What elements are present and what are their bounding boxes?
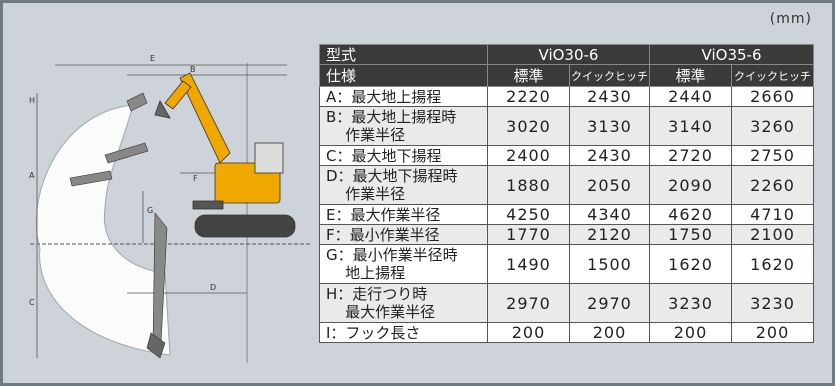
dim-label-c: C xyxy=(29,298,35,307)
cell-value: 1770 xyxy=(487,224,570,245)
dim-label-g: G xyxy=(147,206,153,215)
cell-value: 1500 xyxy=(568,244,651,284)
dim-label-h: H xyxy=(29,96,35,105)
cell-value: 3230 xyxy=(649,283,733,323)
row-label: A：最大地上揚程 xyxy=(319,86,488,107)
cell-value: 4250 xyxy=(487,204,570,225)
unit-label: (mm) xyxy=(769,11,812,27)
cell-value: 2400 xyxy=(487,145,570,166)
dim-label-b: B xyxy=(190,65,196,74)
cell-value: 2970 xyxy=(568,283,651,323)
cell-value: 2260 xyxy=(731,165,815,205)
cell-value: 4620 xyxy=(649,204,733,225)
table-row: E：最大作業半径 4250 4340 4620 4710 xyxy=(319,204,815,225)
cell-value: 3260 xyxy=(731,106,815,146)
cell-value: 2970 xyxy=(487,283,570,323)
dim-label-f: F xyxy=(193,174,198,183)
model-vio30: ViO30-6 xyxy=(486,44,651,65)
table-row: A：最大地上揚程 2220 2430 2440 2660 xyxy=(319,86,815,107)
cell-value: 2100 xyxy=(731,224,815,245)
table-row: F：最小作業半径 1770 2120 1750 2100 xyxy=(319,224,815,245)
cell-value: 1620 xyxy=(649,244,733,284)
cell-value: 200 xyxy=(487,322,570,343)
row-label: B：最大地上揚程時 作業半径 xyxy=(319,106,488,146)
header-row-variant: 仕様 標準 クイックヒッチ 標準 クイックヒッチ xyxy=(319,64,815,87)
cell-value: 4340 xyxy=(568,204,651,225)
table-row: D：最大地下揚程時 作業半径 1880 2050 2090 2260 xyxy=(319,165,815,205)
model-vio35: ViO35-6 xyxy=(649,44,815,65)
table-row: H：走行つり時 最大作業半径 2970 2970 3230 3230 xyxy=(319,283,815,323)
cell-value: 2660 xyxy=(731,86,815,107)
row-label: E：最大作業半径 xyxy=(319,204,488,225)
table-row: C：最大地下揚程 2400 2430 2720 2750 xyxy=(319,145,815,166)
cell-value: 2430 xyxy=(568,86,651,107)
header-row-model: 型式 ViO30-6 ViO35-6 xyxy=(319,44,815,65)
dim-label-a: A xyxy=(29,171,35,180)
spec-table: 型式 ViO30-6 ViO35-6 仕様 標準 クイックヒッチ 標準 クイック… xyxy=(319,44,815,343)
cell-value: 3230 xyxy=(731,283,815,323)
table-row: G：最小作業半径時 地上揚程 1490 1500 1620 1620 xyxy=(319,244,815,284)
cell-value: 4710 xyxy=(731,204,815,225)
cell-value: 3140 xyxy=(649,106,733,146)
table-row: I：フック長さ 200 200 200 200 xyxy=(319,322,815,343)
excavator xyxy=(154,72,296,238)
cell-value: 2750 xyxy=(731,145,815,166)
arm-positions xyxy=(69,92,168,359)
row-label: G：最小作業半径時 地上揚程 xyxy=(319,244,488,284)
header-model: 型式 xyxy=(319,44,488,65)
cell-value: 2440 xyxy=(649,86,733,107)
cell-value: 1620 xyxy=(731,244,815,284)
variant-quick-hitch: クイックヒッチ xyxy=(568,64,651,87)
row-label: H：走行つり時 最大作業半径 xyxy=(319,283,488,323)
working-envelope xyxy=(35,104,171,356)
cell-value: 1880 xyxy=(487,165,570,205)
cell-value: 1490 xyxy=(487,244,570,284)
variant-standard: 標準 xyxy=(649,64,733,87)
cell-value: 1750 xyxy=(649,224,733,245)
cell-value: 200 xyxy=(568,322,651,343)
variant-quick-hitch: クイックヒッチ xyxy=(731,64,815,87)
cell-value: 2050 xyxy=(568,165,651,205)
working-range-diagram: E B H A F G C D xyxy=(29,54,310,363)
cell-value: 200 xyxy=(649,322,733,343)
cell-value: 3020 xyxy=(487,106,570,146)
cell-value: 2430 xyxy=(568,145,651,166)
row-label: I：フック長さ xyxy=(319,322,488,343)
cell-value: 3130 xyxy=(568,106,651,146)
cell-value: 2220 xyxy=(487,86,570,107)
row-label: F：最小作業半径 xyxy=(319,224,488,245)
header-spec: 仕様 xyxy=(319,64,488,87)
dim-label-d: D xyxy=(210,283,216,292)
row-label: D：最大地下揚程時 作業半径 xyxy=(319,165,488,205)
cell-value: 2120 xyxy=(568,224,651,245)
row-label: C：最大地下揚程 xyxy=(319,145,488,166)
cell-value: 2090 xyxy=(649,165,733,205)
cell-value: 200 xyxy=(731,322,815,343)
variant-standard: 標準 xyxy=(487,64,570,87)
dim-label-e: E xyxy=(150,54,155,63)
cell-value: 2720 xyxy=(649,145,733,166)
table-row: B：最大地上揚程時 作業半径 3020 3130 3140 3260 xyxy=(319,106,815,146)
